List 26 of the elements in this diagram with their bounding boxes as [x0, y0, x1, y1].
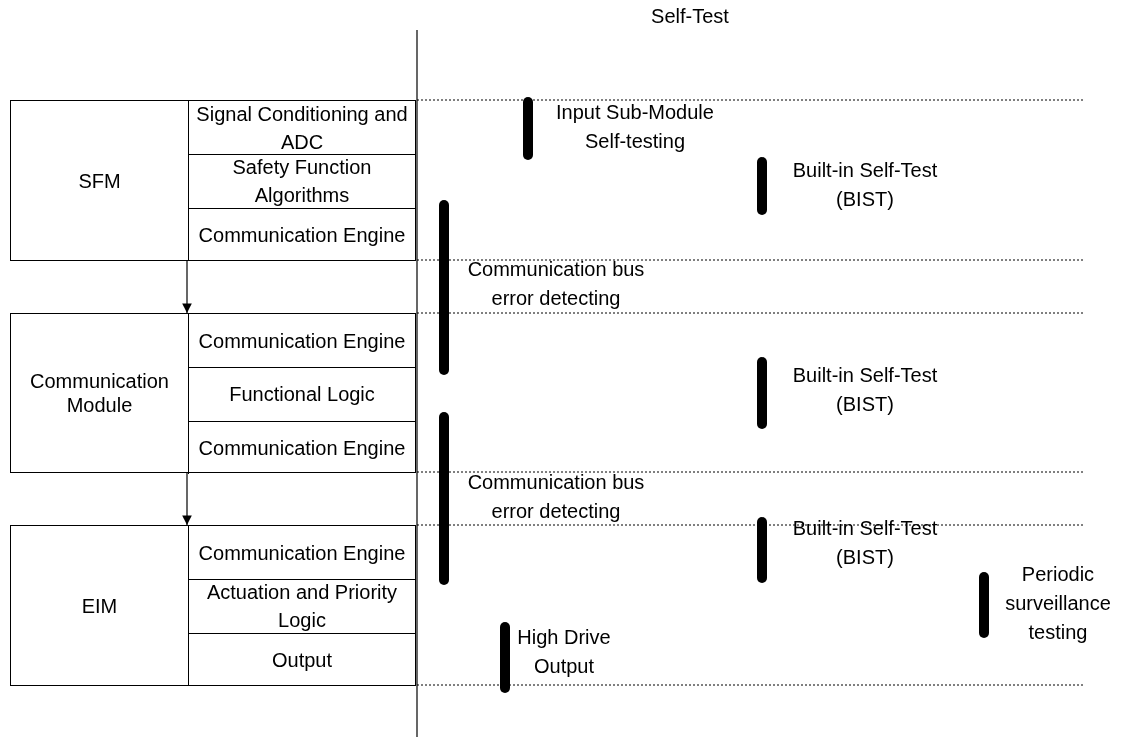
arrow [182, 259, 192, 314]
test-label: Built-in Self-Test (BIST) [791, 516, 939, 570]
submodule-cell: Communication Engine [188, 420, 415, 474]
submodule-cell: Actuation and Priority Logic [188, 579, 415, 633]
module-box [10, 525, 416, 686]
column-heading: Self-Test [650, 4, 730, 29]
module-name: SFM [78, 168, 121, 193]
module-name: EIM [81, 593, 118, 618]
module-box [10, 313, 416, 473]
test-label: Input Sub-Module Self-testing [555, 100, 715, 154]
test-label: Communication bus error detecting [466, 257, 646, 311]
test-label: Built-in Self-Test (BIST) [791, 158, 939, 212]
test-label: Communication bus error detecting [466, 470, 646, 524]
module-box [10, 100, 416, 261]
module-name: Communication Module [29, 369, 170, 417]
test-label: Periodic surveillance testing [1004, 562, 1112, 645]
submodule-cell: Safety Function Algorithms [188, 154, 415, 208]
test-label: Built-in Self-Test (BIST) [791, 363, 939, 417]
arrow [182, 471, 192, 526]
test-label: High Drive Output [516, 625, 612, 679]
submodule-cell: Functional Logic [188, 367, 415, 421]
submodule-cell: Output [188, 632, 415, 686]
submodule-cell: Signal Conditioning and ADC [188, 101, 415, 155]
submodule-cell: Communication Engine [188, 526, 415, 580]
submodule-cell: Communication Engine [188, 207, 415, 261]
submodule-cell: Communication Engine [188, 314, 415, 368]
